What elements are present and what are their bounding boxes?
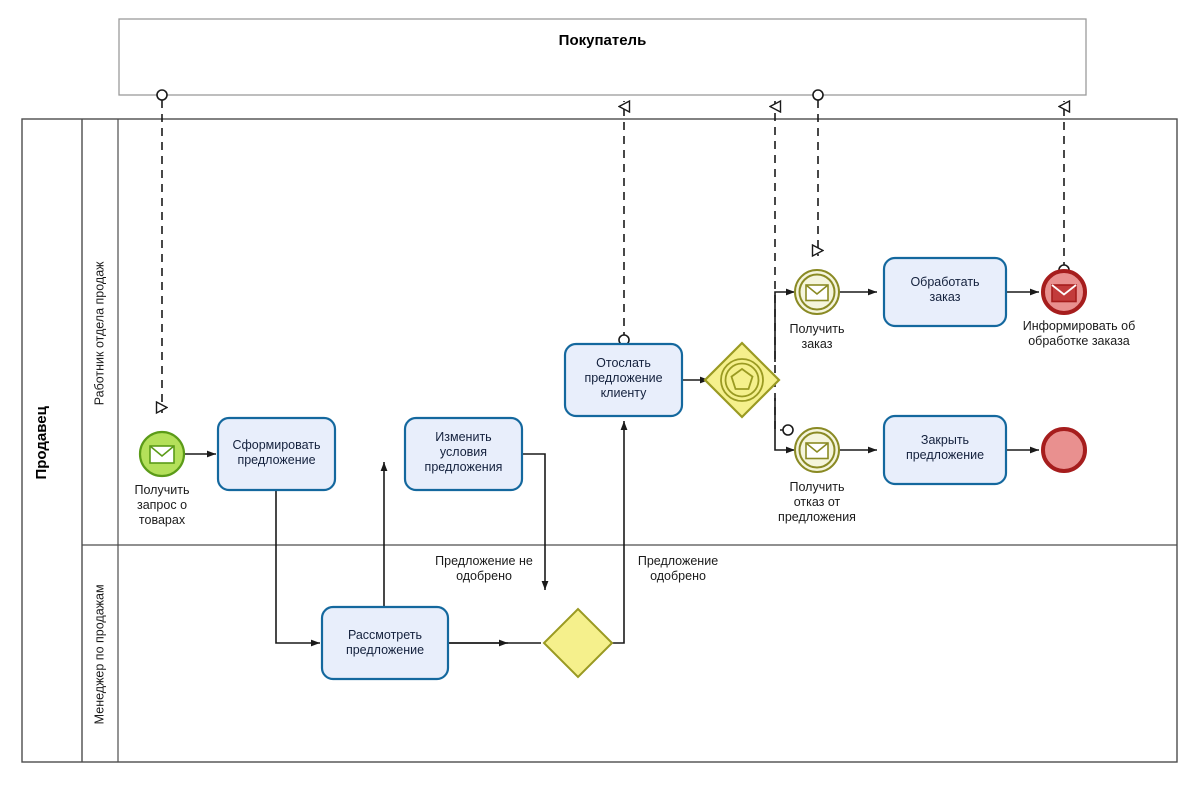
task-process-order-label-line1: Обработать (910, 275, 980, 289)
task-review-offer-label-line1: Рассмотреть (347, 628, 423, 642)
task-form-offer-label-line2: предложение (237, 452, 316, 467)
end-event-inform-label: Информировать об обработке заказа (984, 319, 1174, 349)
pool-seller-title: Продавец (33, 406, 51, 480)
task-send-offer-label-line3: клиенту (600, 385, 647, 400)
task-close-offer-label-line2: предложение (905, 447, 985, 462)
end-event-inform-label-line2: обработке заказа (1028, 333, 1130, 348)
lane-title-manager: Менеджер по продажам (92, 584, 107, 725)
task-send-offer-label-line1: Отослать (596, 356, 651, 370)
task-form-offer-shape (216, 416, 337, 492)
event-receive-order-shape (794, 269, 840, 315)
task-change-terms-label: Изменить условия предложения (405, 430, 522, 474)
gateway-approval (542, 607, 614, 679)
flow-label-approved: Предложение одобрено (608, 554, 748, 584)
start-event-request-label-line2: запрос о (136, 497, 188, 512)
pool-buyer-title: Покупатель (558, 32, 647, 49)
task-process-order-label-line2: заказ (929, 289, 961, 304)
event-receive-rejection-label-line3: предложения (778, 509, 856, 524)
tasks (216, 256, 1008, 681)
task-send-offer-label-line2: предложение (584, 370, 663, 385)
task-form-offer-label: Сформировать предложение (218, 438, 335, 468)
flow-label-not-approved-line2: одобрено (456, 568, 512, 583)
start-event-request-label: Получить запрос о товарах (112, 483, 212, 527)
msgflow-source-dot-rejection (782, 424, 794, 436)
event-receive-order-label-line1: Получить (789, 322, 845, 336)
gateway-event-based (703, 341, 781, 419)
msgflow-source-dot-request (156, 89, 168, 101)
seqflow-change-to-review (522, 453, 549, 590)
task-review-offer-label: Рассмотреть предложение (322, 628, 448, 658)
start-event-request-label-line3: товарах (138, 512, 186, 527)
flow-label-not-approved-line1: Предложение не (435, 554, 533, 568)
task-change-terms-shape (403, 416, 524, 492)
task-close-offer-label: Закрыть предложение (884, 433, 1006, 463)
flow-label-not-approved: Предложение не одобрено (404, 554, 564, 584)
start-event-request-shape (138, 430, 186, 478)
task-send-offer-label: Отослать предложение клиенту (565, 356, 682, 400)
seqflow-form-to-review (275, 490, 320, 647)
event-receive-rejection-label-line2: отказ от (793, 494, 841, 509)
end-event-inform-shape (1041, 269, 1087, 315)
event-receive-rejection-label: Получить отказ от предложения (737, 480, 897, 524)
task-process-order-shape (882, 256, 1008, 328)
task-change-terms-label-line3: предложения (424, 459, 503, 474)
seqflow-evgateway-to-rejection (774, 398, 795, 454)
event-receive-rejection-shape (794, 427, 840, 473)
task-review-offer-shape (320, 605, 450, 681)
event-receive-order-label: Получить заказ (767, 322, 867, 352)
event-receive-order-label-line2: заказ (801, 336, 833, 351)
end-event-plain-shape (1041, 427, 1087, 473)
flow-label-approved-line1: Предложение (637, 554, 719, 568)
pool-buyer (118, 18, 1087, 96)
task-process-order-label: Обработать заказ (884, 275, 1006, 305)
flow-label-approved-line2: одобрено (650, 568, 706, 583)
event-receive-rejection-label-line1: Получить (789, 480, 845, 494)
task-form-offer-label-line1: Сформировать (232, 438, 321, 452)
lane-title-worker: Работник отдела продаж (92, 261, 107, 406)
task-change-terms-label-line1: Изменить (435, 430, 492, 444)
start-event-request-label-line1: Получить (134, 483, 190, 497)
task-send-offer-shape (563, 342, 684, 418)
task-close-offer-label-line1: Закрыть (920, 433, 970, 447)
sequence-flows (185, 288, 1039, 647)
end-event-inform-label-line1: Информировать об (1022, 319, 1136, 333)
msgflow-source-dot-order (812, 89, 824, 101)
task-review-offer-label-line2: предложение (345, 642, 425, 657)
task-close-offer-shape (882, 414, 1008, 486)
task-change-terms-label-line2: условия (439, 444, 488, 459)
